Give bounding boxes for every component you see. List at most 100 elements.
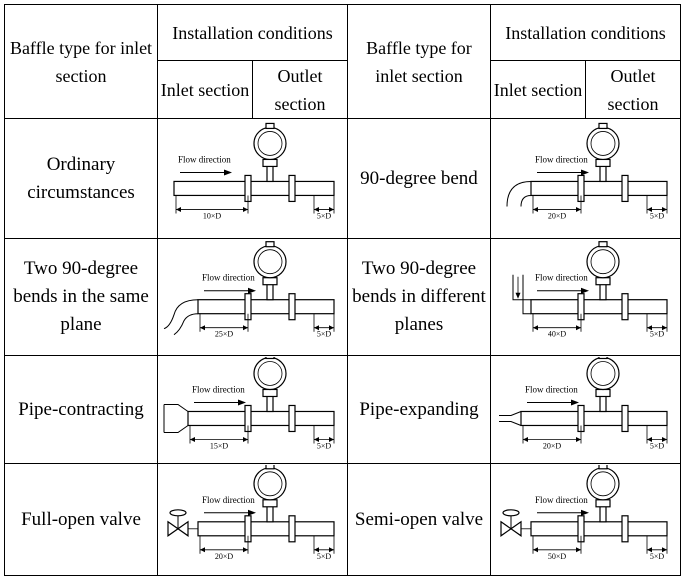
flow-arrowhead xyxy=(581,168,589,175)
outlet-dimension: 5×D xyxy=(646,194,668,220)
meter-display xyxy=(590,360,616,386)
flow-arrowhead xyxy=(571,398,579,405)
meter-cap xyxy=(265,464,275,469)
inlet-dimension-label: 25×D xyxy=(215,329,234,338)
meter-collar xyxy=(595,388,611,397)
inlet-dimension: 20×D xyxy=(532,194,582,220)
vertical-flow-arrowhead xyxy=(515,292,521,299)
pipe xyxy=(530,520,668,536)
meter-collar xyxy=(262,388,278,397)
outlet-dimension: 5×D xyxy=(313,535,335,560)
meter-cap xyxy=(598,122,608,129)
inlet-dimension: 20×D xyxy=(199,535,249,560)
double-bend-inner xyxy=(173,312,199,335)
outlet-dimension-label: 5×D xyxy=(317,211,332,220)
flow-arrowhead xyxy=(248,287,256,294)
flow-direction-label: Flow direction xyxy=(525,384,578,394)
reducer-bottom xyxy=(164,424,189,433)
header-baffle-type-right: Baffle type for inlet section xyxy=(347,4,491,119)
meter-display xyxy=(590,248,616,274)
outlet-flange xyxy=(288,174,296,202)
meter-neck xyxy=(599,504,607,522)
expander-bottom xyxy=(499,420,522,426)
outlet-dimension-label: 5×D xyxy=(317,441,332,450)
valve-body xyxy=(167,520,189,537)
header-outlet-left: Outlet section xyxy=(252,60,348,119)
flow-direction-label: Flow direction xyxy=(535,154,588,164)
table-row: Two 90-degree bends in the same plane Fl… xyxy=(4,238,681,356)
outlet-dimension-label: 5×D xyxy=(650,329,665,338)
outlet-dimension: 5×D xyxy=(313,424,335,450)
outlet-dimension: 5×D xyxy=(313,313,335,338)
pipe xyxy=(187,410,335,426)
installation-diagram: Flow direction 15×D 5×D xyxy=(163,356,335,450)
meter-cap xyxy=(598,464,608,469)
inlet-dimension-label: 20×D xyxy=(215,551,234,560)
outlet-flange xyxy=(288,404,296,432)
inlet-dimension-label: 15×D xyxy=(210,441,229,450)
outlet-dimension-label: 5×D xyxy=(650,551,665,560)
header-outlet-right: Outlet section xyxy=(585,60,681,119)
header-installation-left: Installation conditions xyxy=(157,4,348,61)
meter-head xyxy=(253,466,287,500)
outlet-flange xyxy=(621,174,629,202)
vertical-bend-outer xyxy=(512,274,531,300)
valve-body xyxy=(500,520,522,537)
header-baffle-type-left: Baffle type for inlet section xyxy=(4,4,158,119)
pipe xyxy=(197,520,335,536)
outlet-flange xyxy=(621,404,629,432)
valve-handwheel xyxy=(169,508,187,516)
flow-direction-label: Flow direction xyxy=(202,272,255,282)
meter-head xyxy=(586,356,620,390)
meter-neck xyxy=(266,504,274,522)
double-bend-outer xyxy=(163,298,199,329)
installation-diagram: Flow direction 20×D 5×D xyxy=(499,356,668,450)
outlet-dimension-label: 5×D xyxy=(650,441,665,450)
condition-full-open-valve: Full-open valve xyxy=(4,463,158,576)
outlet-dimension: 5×D xyxy=(646,313,668,338)
diagram-cell: Flow direction 25×D 5×D xyxy=(157,238,348,356)
flow-direction-label: Flow direction xyxy=(535,272,588,282)
header-installation-right: Installation conditions xyxy=(490,4,681,61)
pipe xyxy=(173,180,335,196)
meter-display xyxy=(590,130,616,156)
valve-handwheel xyxy=(502,508,520,516)
outlet-flange xyxy=(621,292,629,320)
outlet-flange xyxy=(621,514,629,542)
inlet-dimension: 25×D xyxy=(199,313,249,338)
flow-arrowhead xyxy=(238,398,246,405)
outlet-dimension-label: 5×D xyxy=(317,551,332,560)
meter-cap xyxy=(265,122,275,129)
header-inlet-left: Inlet section xyxy=(157,60,253,119)
condition-pipe-contracting: Pipe-contracting xyxy=(4,355,158,464)
meter-display xyxy=(257,248,283,274)
outlet-dimension: 5×D xyxy=(646,535,668,560)
flow-arrowhead xyxy=(224,168,232,175)
inlet-dimension-label: 20×D xyxy=(543,441,562,450)
flow-direction-label: Flow direction xyxy=(178,154,231,164)
inlet-dimension: 15×D xyxy=(189,424,249,450)
reducer-top xyxy=(164,403,189,412)
meter-head xyxy=(586,244,620,278)
meter-collar xyxy=(262,276,278,285)
installation-diagram: Flow direction 20×D 5×D xyxy=(506,122,668,220)
diagram-cell: Flow direction 20×D 5×D xyxy=(490,355,681,464)
meter-collar xyxy=(595,498,611,507)
meter-cap xyxy=(265,240,275,247)
flow-arrowhead xyxy=(581,287,589,294)
inlet-dimension-label: 50×D xyxy=(548,551,567,560)
meter-collar xyxy=(262,498,278,507)
meter-cap xyxy=(265,356,275,359)
installation-diagram: Flow direction 25×D 5×D xyxy=(163,240,335,338)
expander-top xyxy=(499,410,522,416)
outlet-flange xyxy=(288,514,296,542)
flow-direction-label: Flow direction xyxy=(192,384,245,394)
vertical-bend-inner xyxy=(522,274,531,314)
meter-head xyxy=(586,126,620,160)
meter-neck xyxy=(266,282,274,300)
inlet-dimension: 20×D xyxy=(522,424,582,450)
